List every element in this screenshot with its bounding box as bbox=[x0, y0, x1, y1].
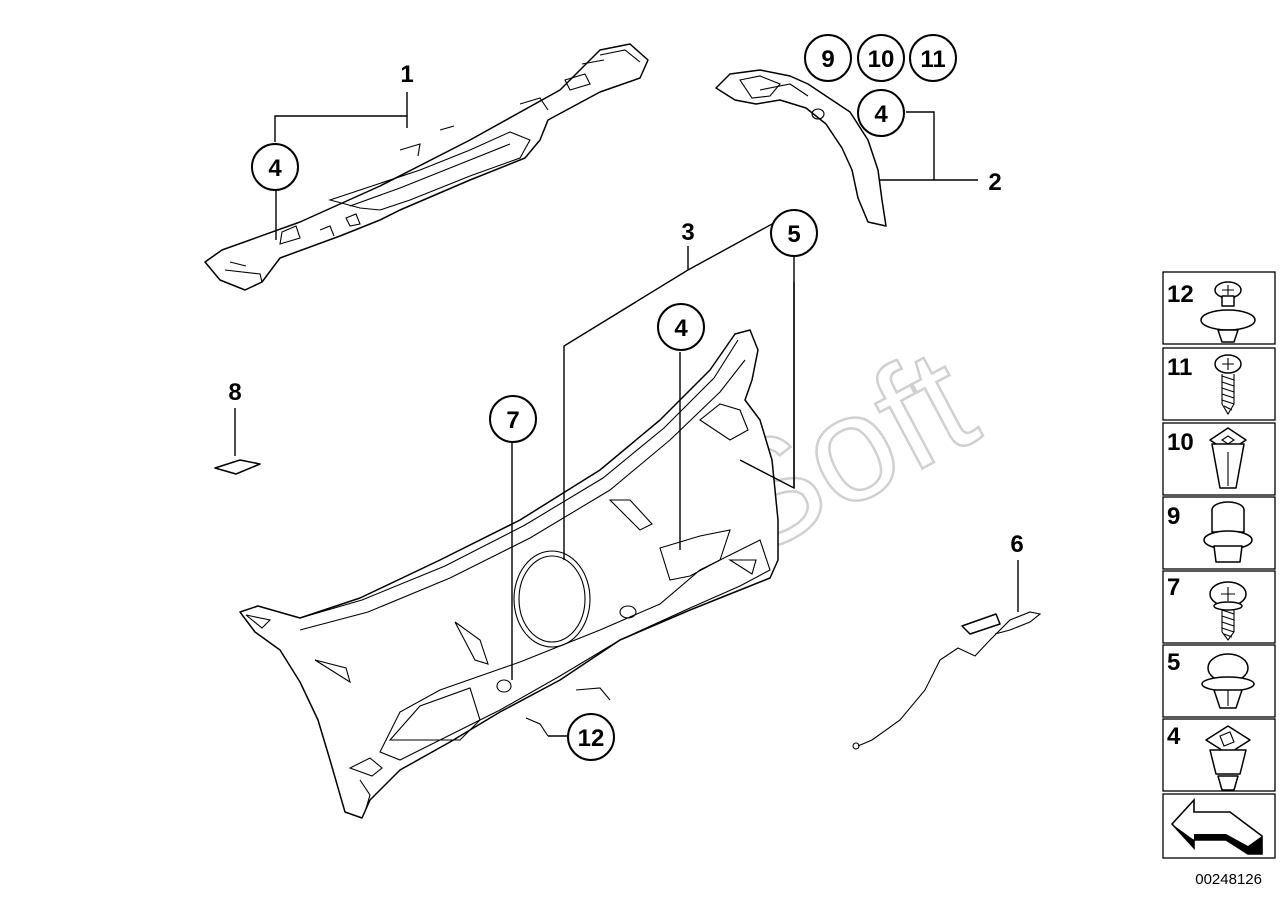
callout-4-upper: 4 bbox=[251, 143, 299, 191]
legend-item-5[interactable]: 5 bbox=[1162, 644, 1276, 718]
svg-text:1: 1 bbox=[400, 61, 413, 88]
part-6-cable[interactable] bbox=[852, 611, 1042, 750]
callout-4-middle: 4 bbox=[657, 303, 705, 351]
callout-5: 5 bbox=[770, 209, 818, 257]
callout-10: 10 bbox=[857, 34, 905, 82]
svg-text:5: 5 bbox=[1167, 649, 1180, 676]
svg-text:9: 9 bbox=[821, 46, 834, 73]
svg-text:7: 7 bbox=[1167, 574, 1180, 601]
legend-item-4[interactable]: 4 bbox=[1162, 718, 1276, 792]
clip-icon bbox=[1201, 653, 1255, 709]
legend-item-12[interactable]: 12 bbox=[1162, 271, 1276, 345]
collar-screw-icon bbox=[1209, 581, 1247, 641]
trim-clip-icon bbox=[1205, 725, 1251, 791]
svg-text:10: 10 bbox=[1167, 429, 1194, 456]
svg-text:12: 12 bbox=[1167, 281, 1194, 308]
legend-item-11[interactable]: 11 bbox=[1162, 347, 1276, 421]
arrow-back-icon bbox=[1170, 797, 1263, 855]
svg-text:9: 9 bbox=[1167, 503, 1180, 530]
svg-text:7: 7 bbox=[506, 407, 519, 434]
svg-text:10: 10 bbox=[868, 46, 895, 73]
part-8-pad[interactable] bbox=[214, 459, 261, 475]
callout-3: 3 bbox=[681, 219, 694, 246]
callout-2: 2 bbox=[988, 169, 1001, 196]
svg-text:4: 4 bbox=[1167, 723, 1181, 750]
svg-text:4: 4 bbox=[268, 155, 282, 182]
svg-text:11: 11 bbox=[920, 46, 945, 73]
svg-text:4: 4 bbox=[874, 101, 888, 128]
svg-text:4: 4 bbox=[674, 315, 688, 342]
callout-12: 12 bbox=[567, 713, 615, 761]
legend-item-10[interactable]: 10 bbox=[1162, 422, 1276, 496]
expanding-rivet-icon bbox=[1203, 501, 1253, 563]
callout-8: 8 bbox=[228, 379, 241, 406]
legend-item-9[interactable]: 9 bbox=[1162, 496, 1276, 570]
part-3-tailgate-panel[interactable] bbox=[239, 329, 779, 819]
callout-4-right: 4 bbox=[857, 89, 905, 137]
catalog-number: 00248126 bbox=[1195, 871, 1262, 888]
callout-7: 7 bbox=[489, 395, 537, 443]
callout-1: 1 bbox=[400, 61, 413, 88]
svg-text:6: 6 bbox=[1010, 531, 1023, 558]
spreading-nut-icon bbox=[1209, 427, 1247, 489]
legend-item-7[interactable]: 7 bbox=[1162, 570, 1276, 644]
push-rivet-icon bbox=[1200, 281, 1256, 343]
nav-arrow-box[interactable] bbox=[1162, 793, 1276, 859]
svg-text:3: 3 bbox=[681, 219, 694, 246]
part-1-upper-trim[interactable] bbox=[204, 43, 649, 291]
svg-text:8: 8 bbox=[228, 379, 241, 406]
svg-text:2: 2 bbox=[988, 169, 1001, 196]
screw-icon bbox=[1214, 354, 1242, 416]
svg-text:11: 11 bbox=[1167, 354, 1192, 381]
svg-text:5: 5 bbox=[787, 221, 800, 248]
callout-6: 6 bbox=[1010, 531, 1023, 558]
part-2-side-trim[interactable] bbox=[715, 69, 887, 227]
callout-9: 9 bbox=[804, 34, 852, 82]
svg-text:12: 12 bbox=[578, 725, 605, 752]
callout-11: 11 bbox=[909, 34, 957, 82]
legend-panel: 12 11 10 bbox=[1162, 271, 1276, 859]
